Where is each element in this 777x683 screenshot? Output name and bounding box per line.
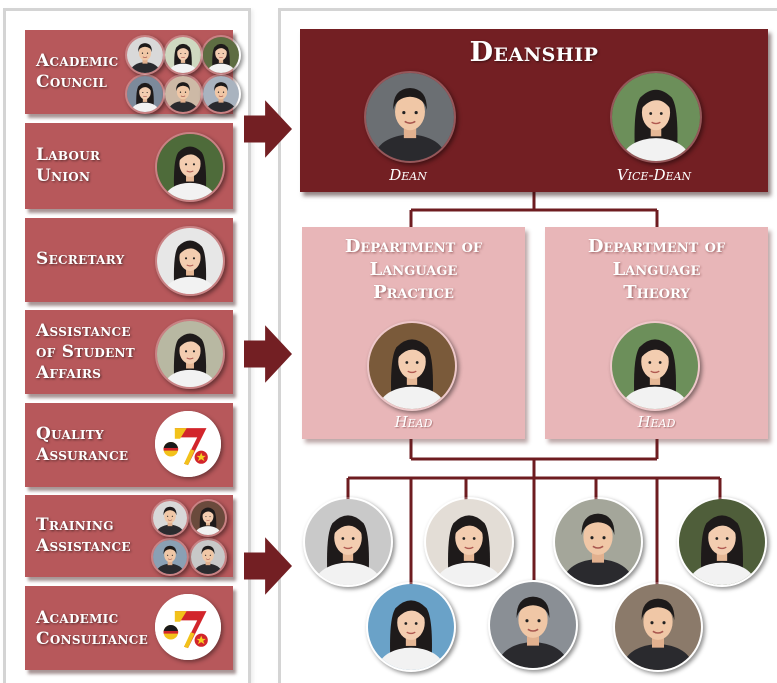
head-photo — [367, 321, 457, 411]
unit-label: Academic Consultance — [36, 608, 149, 649]
member-photo — [155, 226, 225, 296]
head-photo — [610, 321, 700, 411]
staff-photo — [677, 497, 767, 587]
head-label: Head — [394, 413, 433, 431]
dean-photo — [364, 71, 456, 163]
department-title: Department of Language Theory — [587, 236, 726, 303]
unit-label: Quality Assurance — [36, 424, 129, 465]
unit-label: Secretary — [36, 249, 125, 269]
deanship-box: Deanship Dean Vice-Dean — [300, 29, 768, 192]
unit-training-assistance: Training Assistance — [25, 495, 233, 577]
staff-photo — [366, 582, 456, 672]
dean-label: Dean — [389, 166, 427, 184]
department-language-theory: Department of Language Theory Head — [545, 227, 768, 439]
member-photo — [151, 538, 189, 576]
vice-dean-photo — [610, 71, 702, 163]
department-title: Department of Language Practice — [344, 236, 483, 303]
member-photo — [201, 74, 241, 114]
unit-quality-assurance: Quality Assurance — [25, 403, 233, 487]
unit-label: Academic Council — [36, 51, 119, 92]
unit-academic-consultance: Academic Consultance — [25, 586, 233, 670]
unit-label: Training Assistance — [36, 515, 131, 556]
member-photo — [151, 499, 189, 537]
unit-student-affairs: Assistance of Student Affairs — [25, 310, 233, 394]
deanship-title: Deanship — [469, 37, 599, 68]
faculty-logo-icon — [155, 594, 221, 660]
member-photo — [155, 319, 225, 389]
department-language-practice: Department of Language Practice Head — [302, 227, 525, 439]
staff-photo — [424, 497, 514, 587]
unit-labour-union: Labour Union — [25, 123, 233, 209]
staff-photo — [488, 580, 578, 670]
vice-dean-label: Vice-Dean — [616, 166, 692, 184]
member-photo — [189, 538, 227, 576]
unit-label: Assistance of Student Affairs — [36, 321, 136, 383]
unit-secretary: Secretary — [25, 218, 233, 302]
staff-photo — [613, 582, 703, 672]
member-photo — [155, 132, 225, 202]
member-photo — [189, 499, 227, 537]
faculty-logo-icon — [155, 411, 221, 477]
staff-photo — [553, 497, 643, 587]
unit-label: Labour Union — [36, 145, 101, 186]
head-label: Head — [637, 413, 676, 431]
staff-photo — [303, 497, 393, 587]
unit-academic-council: Academic Council — [25, 30, 241, 114]
